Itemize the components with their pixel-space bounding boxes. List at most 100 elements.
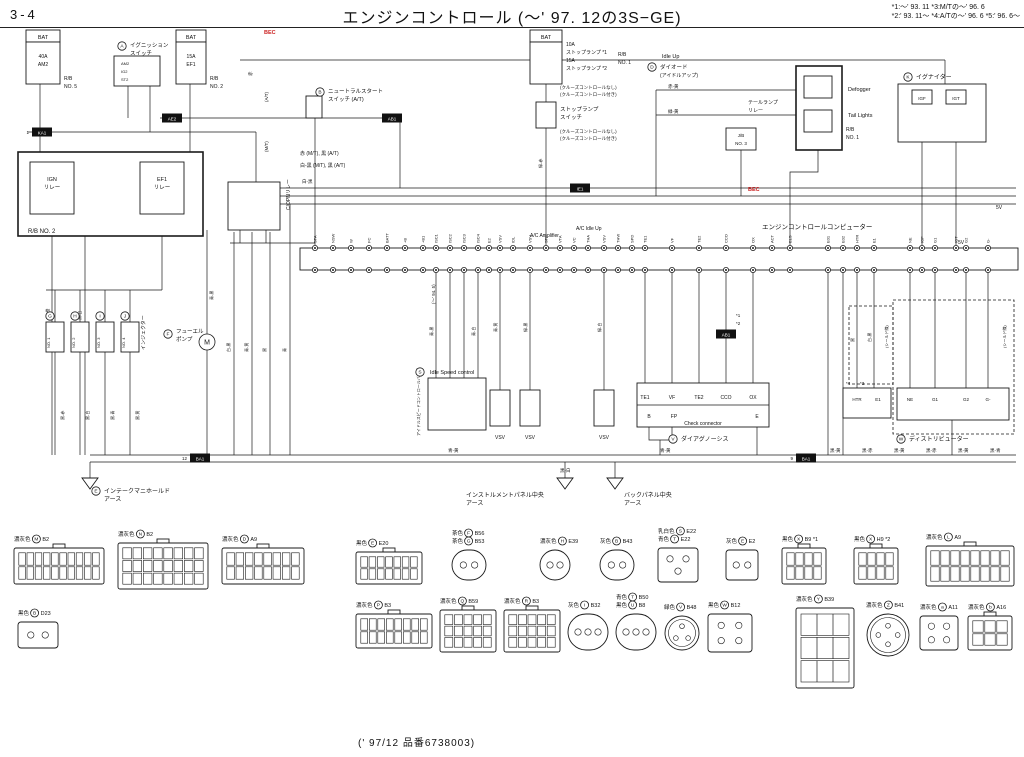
diagram-text: ポンプ xyxy=(176,336,193,343)
component-box xyxy=(803,109,833,133)
connector-pin xyxy=(84,552,92,566)
diagram-text: 青-黄 xyxy=(243,343,249,352)
component-box xyxy=(803,75,833,99)
connector-code: A16 xyxy=(996,605,1006,611)
ecu-terminal-pin xyxy=(827,247,829,249)
ecu-terminal-name: IGF xyxy=(920,236,925,243)
circled-letter xyxy=(198,333,216,351)
diagram-text: VSV xyxy=(525,435,536,441)
connector-letter xyxy=(866,534,875,544)
ecu-terminal-pin xyxy=(332,269,334,271)
diagram-text: NO. 5 xyxy=(64,84,77,90)
diagram-text: NO. 2 xyxy=(71,337,76,348)
ecu-terminal-pin xyxy=(698,247,700,249)
diagram-text: 黒-白 xyxy=(84,411,90,420)
diagram-text: リレー xyxy=(44,185,61,191)
connector-color-label: 青色 xyxy=(658,535,670,543)
connector-pin xyxy=(385,556,393,568)
ecu-terminal-pin xyxy=(404,269,406,271)
ecu-terminal-pin xyxy=(350,247,352,249)
connector-letter xyxy=(944,532,953,542)
connector-pin xyxy=(717,637,725,645)
junction-tag-code: AE2 xyxy=(168,117,177,122)
junction-tag-pin: 12 xyxy=(182,456,188,461)
ecu-terminal-pin xyxy=(752,247,754,249)
connector-pin xyxy=(184,572,194,585)
connector-pin xyxy=(245,552,254,566)
diagram-text: 黒-青 xyxy=(990,447,1001,454)
connector-pin xyxy=(163,560,173,572)
ecu-terminal-pin xyxy=(314,269,316,271)
connector-letter-char: B xyxy=(615,539,618,545)
diagram-text: NO. 1 xyxy=(846,135,859,141)
ecu-terminal-pin xyxy=(350,269,352,271)
ecu-terminal-name: TE2 xyxy=(697,235,702,243)
junction-tag xyxy=(570,183,590,193)
diagram-text: NE xyxy=(907,397,913,402)
ecu-terminal-pin xyxy=(631,269,633,271)
connector-pin xyxy=(360,568,368,580)
connector-letter xyxy=(580,600,589,610)
diagram-text: イグナイター xyxy=(916,73,952,81)
diagram-text: 黒 xyxy=(850,338,855,342)
circled-letter-char: D xyxy=(650,65,654,71)
connector-pin xyxy=(622,628,630,636)
diagram-text: IGN xyxy=(47,177,57,183)
connector-pin xyxy=(537,637,546,648)
circled-letter-char: M xyxy=(204,340,210,347)
connector-pin xyxy=(463,637,473,648)
connector-pin xyxy=(813,552,822,566)
connector-letter-char: Y xyxy=(817,597,821,603)
connector-code: B9 *1 xyxy=(805,537,818,543)
ecu-terminal-pin xyxy=(987,269,989,271)
connector-pin xyxy=(402,631,411,644)
connector-color-label: 濃灰色 xyxy=(920,603,937,611)
connector-pin xyxy=(673,635,679,641)
connector-letter xyxy=(30,608,39,618)
circled-letter xyxy=(415,367,425,377)
circled-letter xyxy=(668,434,678,444)
diagram-text: BAT xyxy=(541,35,552,41)
component-box xyxy=(535,101,557,129)
ecu-terminal-name: G1 xyxy=(933,237,938,243)
circled-letter-char: W xyxy=(899,437,904,443)
ecu-terminal-pin xyxy=(987,247,989,249)
diagram-text: 5V xyxy=(958,240,965,246)
connector-pin xyxy=(607,561,615,569)
ecu-terminal-pin xyxy=(752,269,754,271)
ecu-terminal-pin xyxy=(671,247,673,249)
diagram-text: R/B xyxy=(846,127,855,133)
connector-letter xyxy=(738,536,747,546)
connector-pin xyxy=(885,623,891,629)
connector-code: E22 xyxy=(681,537,691,543)
connector-letter xyxy=(670,534,679,544)
component-box xyxy=(945,89,967,105)
ecu-terminal-name: ISC3 xyxy=(462,233,467,243)
diagram-text: IGT xyxy=(952,96,960,101)
junction-tag-code: IE1 xyxy=(577,187,584,192)
connector-color-label: 灰色 xyxy=(600,537,612,545)
revision-notes: *1:〜' 93. 11 *3:M/Tの〜' 96. 6 *2:' 93. 11… xyxy=(892,3,1020,22)
diagram-text: (クルーズコントロール付き) xyxy=(560,91,617,98)
diagram-text: ニュートラルスタート xyxy=(328,87,383,95)
connector-pin xyxy=(804,552,813,566)
connector-pin xyxy=(950,550,960,566)
diagram-text: OX xyxy=(749,395,757,401)
connector-pin xyxy=(927,636,935,644)
component-box xyxy=(45,321,65,353)
connector-pin xyxy=(132,547,143,560)
diagram-text: *2 xyxy=(736,321,741,326)
diagram-text: BAT xyxy=(38,35,49,41)
ecu-terminal-pin xyxy=(422,269,424,271)
ecu-terminal-pin xyxy=(617,247,619,249)
ecu-terminal-pin xyxy=(909,269,911,271)
connector-pin xyxy=(508,614,518,625)
component-box xyxy=(70,321,90,353)
connector-tab xyxy=(461,605,475,611)
diagram-text: 青-黒 xyxy=(208,291,214,300)
circled-letter xyxy=(896,434,906,444)
diagram-text: R/B xyxy=(618,52,627,58)
ecu-terminal-pin xyxy=(725,247,727,249)
connector-pin xyxy=(281,566,291,580)
connector-tab xyxy=(382,547,396,553)
